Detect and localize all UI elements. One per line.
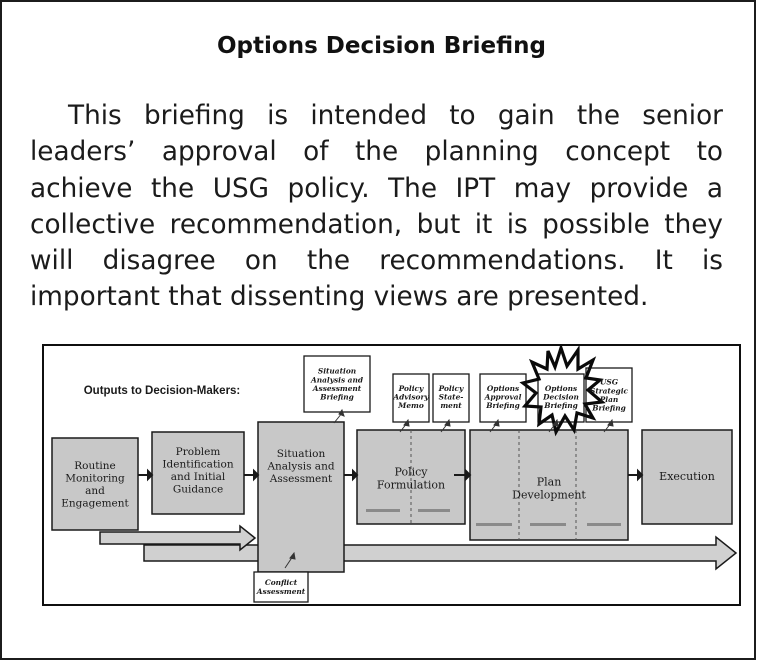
output-policy-advisory-memo: [392, 373, 430, 423]
box-routine-monitoring: [51, 437, 139, 531]
output-options-approval-briefing: [479, 373, 527, 423]
short-return-arrow: [99, 524, 257, 552]
sidebar-title: Options Decision Briefing: [217, 33, 546, 59]
highlight-starburst: [519, 346, 606, 437]
outputs-label: Outputs to Decision-Makers:: [84, 385, 241, 397]
conflict-assessment-box: [253, 571, 309, 603]
output-policy-statement: [432, 373, 470, 423]
body-paragraph: This briefing is intended to gain the se…: [30, 101, 723, 313]
box-problem-identification: [151, 431, 245, 515]
main-box-label: Execution: [659, 470, 715, 483]
box-situation-analysis: [257, 421, 345, 573]
box-plan-development: [469, 429, 629, 541]
box-execution: [641, 429, 733, 525]
output-situation-briefing: [303, 355, 371, 413]
